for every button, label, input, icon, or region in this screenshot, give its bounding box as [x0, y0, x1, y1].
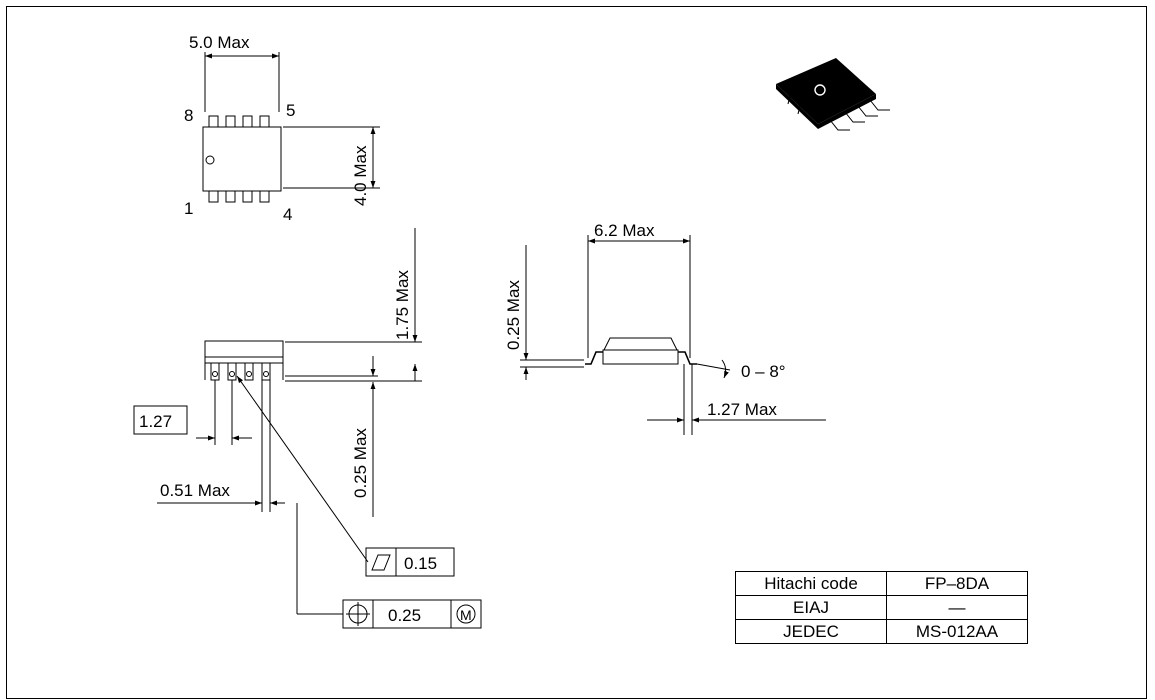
table-row: JEDEC MS-012AA: [735, 619, 1028, 644]
flatness-value: 0.15: [404, 554, 437, 573]
position-icon: [346, 602, 370, 626]
pin-label-1: 1: [184, 199, 193, 218]
angle-label: 0 – 8°: [741, 362, 786, 381]
side-standoff-label: 0.25 Max: [351, 428, 370, 498]
side-body: [204, 340, 284, 358]
code-key: EIAJ: [735, 595, 887, 620]
top-body: [202, 126, 282, 192]
lead-thickness-label: 0.25 Max: [504, 280, 523, 350]
code-value: —: [886, 595, 1028, 620]
package-codes-table: Hitachi code FP–8DA EIAJ — JEDEC MS-012A…: [735, 571, 1028, 644]
flatness-icon: [371, 554, 391, 571]
code-value: FP–8DA: [886, 571, 1028, 596]
table-row: Hitachi code FP–8DA: [735, 571, 1028, 596]
top-view: 5.0 Max 8 5 1 4 4.0 Max: [184, 33, 380, 224]
pin1-marker-icon: [205, 155, 215, 165]
pin-label-8: 8: [184, 106, 193, 125]
pitch-box: [133, 405, 188, 435]
side-view: 1.75 Max 0.25 Max 1.27 0.51 Max: [133, 228, 482, 629]
end-body: [603, 337, 678, 351]
position-value: 0.25: [388, 606, 421, 625]
lead-width-label: 0.51 Max: [160, 481, 230, 500]
position-modifier: M: [460, 607, 472, 623]
code-key: Hitachi code: [735, 571, 887, 596]
foot-length-label: 1.27 Max: [707, 400, 777, 419]
pitch-label: 1.27: [139, 412, 172, 431]
top-width-label: 5.0 Max: [189, 33, 250, 52]
code-key: JEDEC: [735, 619, 887, 644]
mmc-modifier-icon: [456, 604, 476, 624]
pin-label-5: 5: [286, 101, 295, 120]
table-row: EIAJ —: [735, 595, 1028, 620]
side-height-label: 1.75 Max: [393, 270, 412, 340]
code-value: MS-012AA: [886, 619, 1028, 644]
pin-label-4: 4: [283, 205, 292, 224]
end-view: 6.2 Max 0.25 Max 0 – 8° 1.27 Max: [504, 221, 826, 435]
package-3d-icon: [776, 58, 890, 131]
end-width-label: 6.2 Max: [594, 221, 655, 240]
top-height-label: 4.0 Max: [351, 145, 370, 206]
